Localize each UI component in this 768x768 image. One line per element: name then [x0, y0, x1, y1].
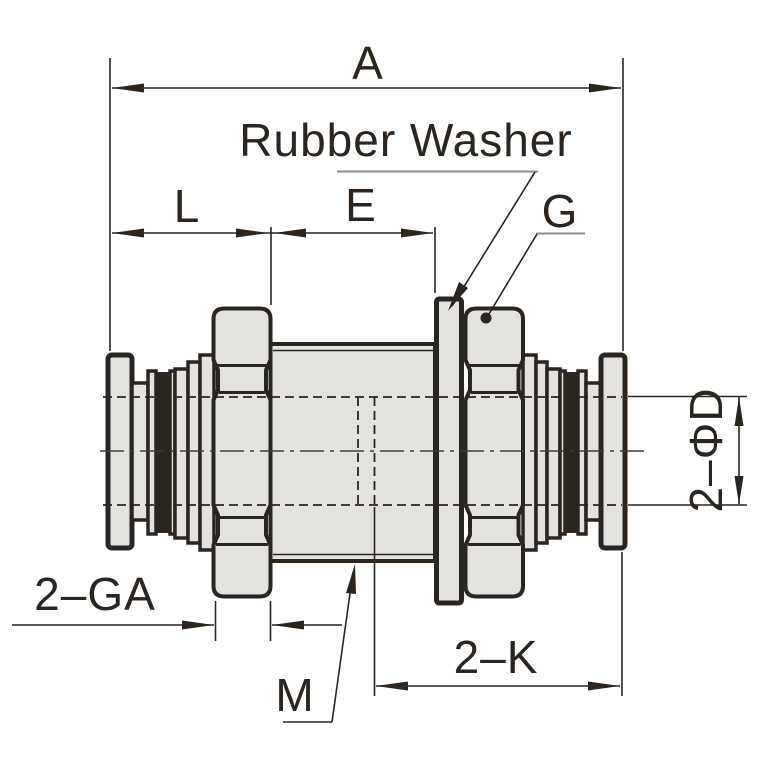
arrowhead-l-right — [236, 228, 268, 238]
hidden-bore-lines — [103, 396, 622, 506]
left-hex-nut — [211, 306, 273, 599]
m-leader-arrowhead — [346, 564, 356, 594]
arrowhead-up — [734, 397, 744, 426]
arrowhead-e-left — [274, 228, 306, 238]
dimension-2phid — [628, 395, 747, 506]
arrowhead-down — [734, 476, 744, 505]
dim-label-l: L — [173, 180, 201, 232]
left-ring-3 — [173, 367, 190, 540]
arrowhead-left — [376, 681, 408, 691]
dim-label-2ga: 2–GA — [34, 568, 156, 620]
dim-label-a: A — [352, 37, 384, 89]
fitting-body — [268, 342, 437, 563]
right-hex-nut-outline — [463, 306, 525, 599]
dimension-a — [109, 58, 624, 351]
arrowhead-l-left — [112, 228, 144, 238]
right-hex-nut — [463, 306, 525, 599]
dim-label-m: M — [275, 669, 315, 721]
dimension-2k — [373, 507, 623, 696]
g-leader-dot — [480, 312, 492, 324]
arrowhead-inward-left — [272, 620, 304, 630]
left-collet-stack — [105, 352, 216, 552]
arrowhead-right — [589, 83, 621, 93]
right-collet-stack — [521, 352, 628, 552]
dim-label-g: G — [541, 185, 579, 237]
g-callout — [480, 232, 585, 324]
right-ring-3 — [545, 367, 562, 540]
rubber-washer-label: Rubber Washer — [239, 114, 573, 166]
arrowhead-inward-right — [182, 620, 214, 630]
arrowhead-e-right — [401, 228, 433, 238]
m-leader — [331, 571, 354, 723]
left-cone-step-1 — [186, 360, 202, 545]
arrowhead-left — [112, 83, 144, 93]
body-tube — [268, 342, 437, 563]
dim-label-2phid: 2–ΦD — [680, 387, 732, 513]
g-leader — [488, 233, 538, 315]
dimension-l-e — [112, 227, 436, 305]
arrowhead-right — [588, 681, 620, 691]
rubber-washer-leader-arrowhead — [448, 282, 468, 311]
rubber-washer-callout — [337, 170, 538, 311]
m-callout — [283, 564, 356, 723]
dim-label-2k: 2–K — [453, 631, 539, 683]
left-ring-1 — [146, 369, 158, 536]
dimension-2ga — [12, 601, 342, 641]
dim-label-e: E — [345, 179, 377, 231]
left-hex-nut-outline — [211, 306, 273, 599]
rubber-washer-leader — [451, 171, 536, 307]
